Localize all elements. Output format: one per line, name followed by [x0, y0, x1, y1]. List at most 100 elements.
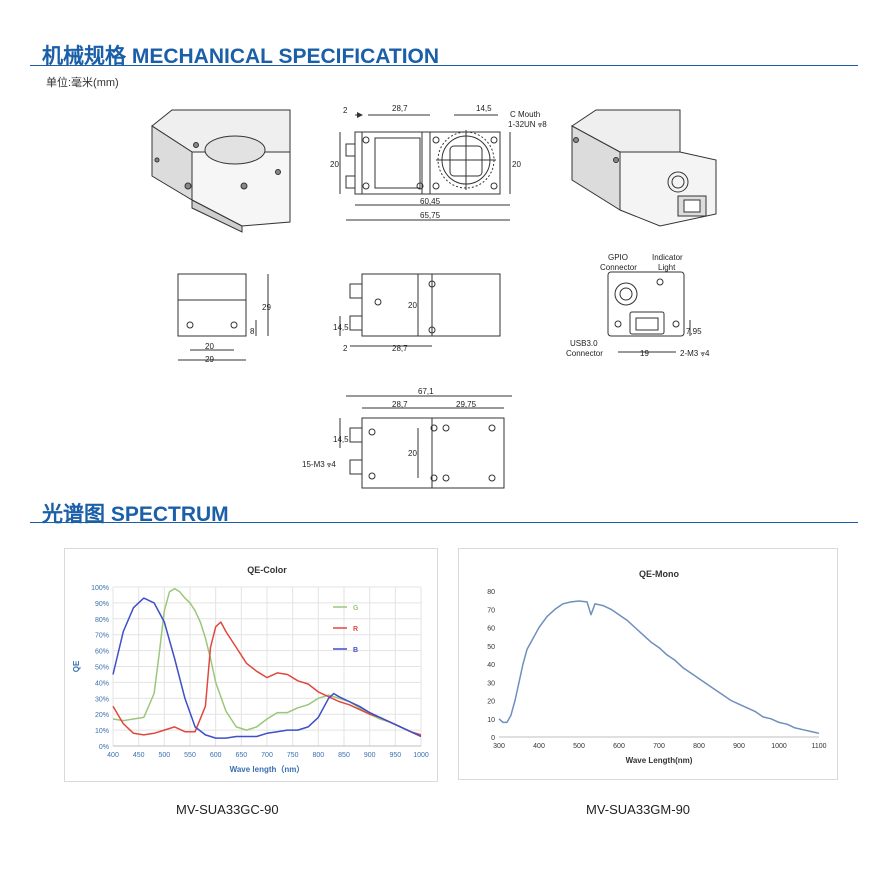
legend-label: G [353, 605, 359, 612]
x-tick-label: 500 [573, 743, 585, 750]
dim-bottom-28-7: 28,7 [392, 400, 408, 409]
dim-left-20: 20 [330, 160, 339, 169]
y-tick-label: 100% [91, 585, 109, 592]
camera-rear-connector-view [607, 271, 691, 353]
y-tick-label: 50 [487, 644, 495, 651]
x-tick-label: 450 [133, 752, 145, 759]
x-tick-label: 800 [693, 743, 705, 750]
y-tick-label: 70% [95, 633, 109, 640]
legend-label: B [353, 647, 358, 654]
x-tick-label: 500 [158, 752, 170, 759]
y-tick-label: 20 [487, 699, 495, 706]
x-tick-label: 900 [733, 743, 745, 750]
x-tick-label: 600 [613, 743, 625, 750]
series-line-r [112, 621, 422, 736]
y-tick-label: 0% [99, 744, 109, 751]
y-tick-label: 60% [95, 649, 109, 656]
y-tick-label: 50% [95, 665, 109, 672]
dim-back-29-vertical: 29 [262, 303, 271, 312]
camera-bottom-view [339, 395, 512, 489]
dim-front-28-7: 28,7 [392, 104, 408, 113]
camera-3d-front-view [151, 109, 291, 233]
y-tick-label: 90% [95, 601, 109, 608]
dim-side-14-5: 14,5 [333, 323, 349, 332]
model-mono-label: MV-SUA33GM-90 [586, 802, 691, 817]
y-tick-label: 40% [95, 680, 109, 687]
x-tick-label: 950 [389, 752, 401, 759]
y-tick-label: 80% [95, 617, 109, 624]
y-tick-label: 10 [487, 717, 495, 724]
dim-front-14-5: 14,5 [476, 104, 492, 113]
dim-rear-19: 19 [640, 349, 649, 358]
qe-color-chart-frame: QE-Color 0% 10% 20% 30% 40% 50% 60% 70% 80% 90% 100… [64, 548, 438, 782]
x-tick-label: 700 [653, 743, 665, 750]
dim-c-mouth-thread: 1-32UN ⩔8 [508, 120, 547, 129]
label-indicator: Indicator [652, 253, 683, 262]
series-line-g [112, 587, 422, 738]
label-gpio-connector: Connector [600, 263, 637, 272]
x-tick-label: 400 [107, 752, 119, 759]
dim-bottom-67-1: 67,1 [418, 387, 434, 396]
y-tick-label: 30 [487, 680, 495, 687]
y-tick-label: 40 [487, 662, 495, 669]
y-tick-label: 30% [95, 696, 109, 703]
dim-right-20: 20 [512, 160, 521, 169]
dim-side-2: 2 [343, 344, 348, 353]
x-tick-label: 700 [261, 752, 273, 759]
series-line-b [112, 597, 422, 739]
dim-rear-m3: 2-M3 ⩔4 [680, 349, 710, 358]
mechanical-section-title: 机械规格 MECHANICAL SPECIFICATION [42, 45, 440, 68]
x-tick-label: 300 [493, 743, 505, 750]
x-tick-label: 1100 [811, 743, 826, 750]
x-tick-label: 1000 [413, 752, 429, 759]
camera-3d-rear-view [571, 109, 717, 227]
label-usb: USB3.0 [570, 339, 598, 348]
y-tick-label: 70 [487, 607, 495, 614]
x-tick-label: 600 [210, 752, 222, 759]
legend-label: R [353, 626, 358, 633]
model-color-label: MV-SUA33GC-90 [176, 802, 279, 817]
dim-bottom-29-75: 29,75 [456, 400, 477, 409]
dim-back-20: 20 [205, 342, 214, 351]
label-usb-connector: Connector [566, 349, 603, 358]
camera-side-view-top [339, 112, 511, 221]
x-axis-label: Wave Length(nm) [626, 756, 693, 765]
label-gpio: GPIO [608, 253, 628, 262]
x-tick-label: 650 [235, 752, 247, 759]
dim-rear-7-95: 7,95 [686, 327, 702, 336]
spectrum-section-rule [30, 522, 858, 523]
x-tick-label: 850 [338, 752, 350, 759]
y-tick-label: 80 [487, 589, 495, 596]
mechanical-section-rule [30, 65, 858, 66]
dim-back-29: 29 [205, 355, 214, 364]
y-tick-label: 10% [95, 728, 109, 735]
x-tick-label: 1000 [771, 743, 787, 750]
spectrum-section-title: 光谱图 SPECTRUM [42, 503, 229, 526]
dim-60-45: 60,45 [420, 197, 441, 206]
x-tick-label: 750 [287, 752, 299, 759]
dim-bottom-14-5: 14,5 [333, 435, 349, 444]
x-tick-label: 400 [533, 743, 545, 750]
chart-title: QE-Color [247, 565, 287, 575]
dim-front-2: 2 [343, 106, 348, 115]
dim-65-75: 65,75 [420, 211, 441, 220]
unit-label: 单位:毫米(mm) [46, 77, 119, 89]
x-axis-label: Wave length（nm） [230, 764, 305, 774]
label-indicator-light: Light [658, 263, 676, 272]
y-tick-label: 20% [95, 712, 109, 719]
dim-c-mouth: C Mouth [510, 110, 540, 119]
qe-color-chart: QE-Color 0% 10% 20% 30% 40% 50% 60% 70% 80% 90% 100… [72, 565, 429, 774]
y-axis-label: QE [72, 660, 81, 672]
y-tick-label: 60 [487, 626, 495, 633]
x-tick-label: 550 [184, 752, 196, 759]
camera-side-view-middle [339, 273, 501, 347]
dim-back-8: 8 [250, 327, 255, 336]
mechanical-drawing: 2 28,7 14,5 C Mouth 1-32UN ⩔8 20 20 60,4… [151, 104, 717, 489]
dim-side-28-7: 28,7 [392, 344, 408, 353]
series-line-qe [498, 600, 820, 735]
y-tick-label: 0 [491, 735, 495, 742]
x-tick-label: 800 [312, 752, 324, 759]
camera-back-view [177, 273, 269, 361]
